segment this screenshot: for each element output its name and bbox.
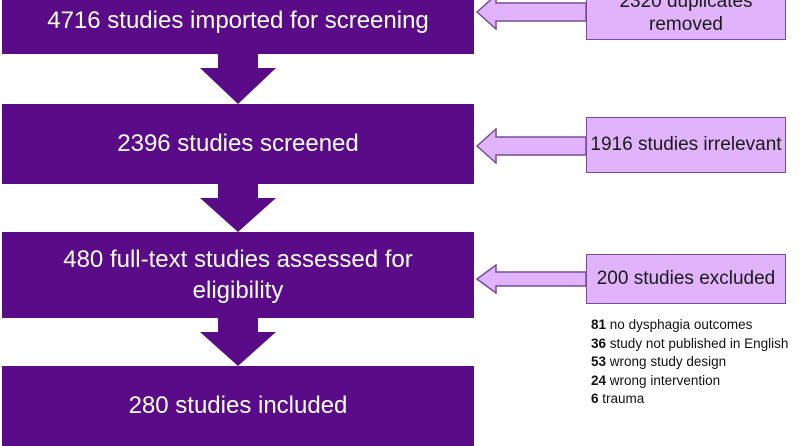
exclusion-reason: study not published in English: [609, 335, 789, 351]
studies-excluded-label: 200 studies excluded: [596, 267, 776, 289]
exclusion-reason: no dysphagia outcomes: [609, 317, 753, 332]
step-included-label: 280 studies included: [128, 392, 348, 420]
left-arrow-icon: [476, 128, 587, 164]
irrelevant-studies-box: 1916 studies irrelevant: [586, 117, 786, 173]
left-arrow-icon: [476, 264, 587, 294]
step-screened-label: 2396 studies screened: [117, 130, 359, 158]
exclusion-reason-item: 6 trauma: [591, 390, 788, 409]
exclusion-count: 36: [591, 335, 607, 351]
duplicates-removed-box: 2320 duplicates removed: [586, 0, 786, 40]
exclusion-reason-item: 24 wrong intervention: [591, 372, 788, 391]
step-screened-box: 2396 studies screened: [2, 104, 474, 184]
exclusion-reason: trauma: [602, 391, 645, 406]
exclusion-count: 81: [591, 317, 607, 332]
studies-excluded-box: 200 studies excluded: [586, 254, 786, 304]
exclusion-count: 6: [591, 391, 599, 406]
irrelevant-studies-label: 1916 studies irrelevant: [590, 133, 782, 155]
exclusion-count: 24: [591, 372, 607, 388]
step-included-box: 280 studies included: [2, 366, 474, 446]
down-arrow-icon: [200, 54, 276, 104]
step-full-text-box: 480 full-text studies assessed for eligi…: [2, 232, 474, 318]
down-arrow-icon: [200, 318, 276, 366]
exclusion-reason-item: 81 no dysphagia outcomes: [591, 316, 788, 335]
exclusion-reason-item: 36 study not published in English: [591, 335, 788, 354]
step-imported-label: 4716 studies imported for screening: [47, 7, 429, 35]
exclusion-reasons-list: 81 no dysphagia outcomes 36 study not pu…: [591, 316, 788, 409]
down-arrow-icon: [200, 184, 276, 232]
exclusion-reason: wrong study design: [609, 354, 727, 369]
exclusion-count: 53: [591, 354, 607, 369]
step-full-text-label: 480 full-text studies assessed for eligi…: [63, 245, 413, 304]
duplicates-removed-label: 2320 duplicates removed: [619, 0, 753, 35]
step-imported-box: 4716 studies imported for screening: [2, 0, 474, 54]
exclusion-reason-item: 53 wrong study design: [591, 353, 788, 372]
left-arrow-icon: [476, 0, 587, 30]
exclusion-reason: wrong intervention: [609, 372, 721, 388]
